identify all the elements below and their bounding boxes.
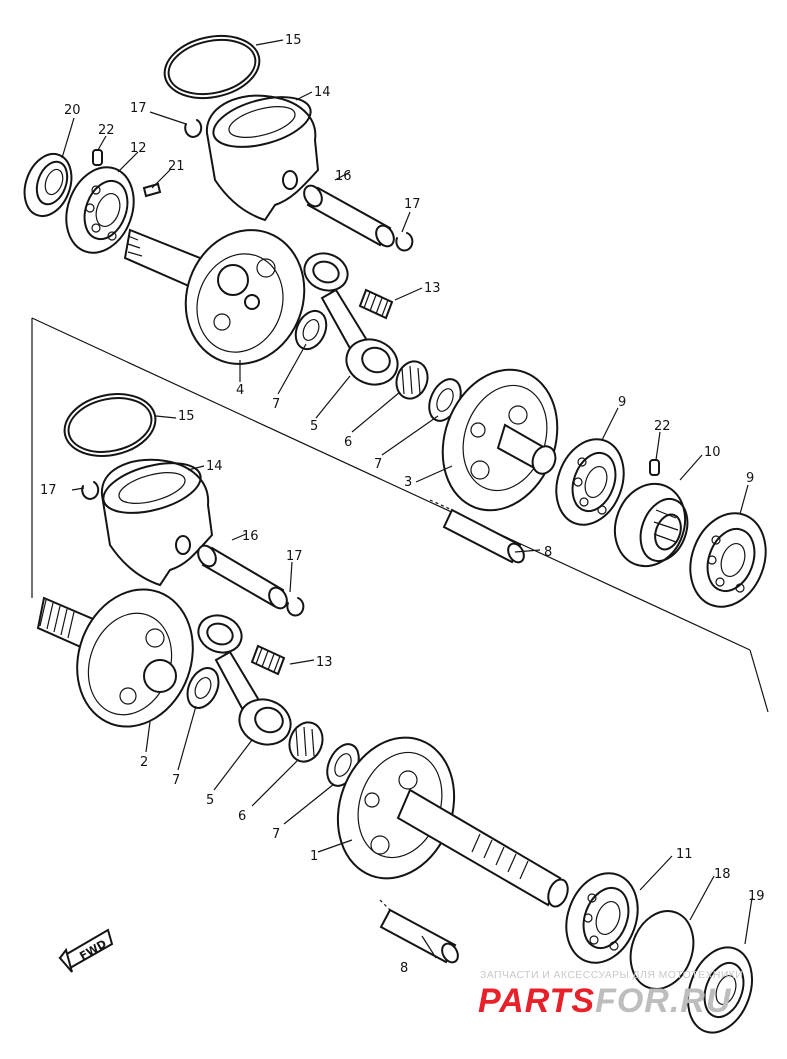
woodruff-key (142, 182, 162, 198)
part-label-9: 9 (746, 471, 754, 486)
part-label-12: 12 (130, 141, 147, 156)
part-label-6: 6 (238, 809, 246, 824)
part-label-14: 14 (314, 85, 331, 100)
crank-half-lower (36, 588, 194, 728)
labyrinth-seal (613, 482, 689, 568)
watermark-brand-suffix: FOR.RU (595, 982, 732, 1020)
part-label-22: 22 (98, 123, 115, 138)
bearing-upper-middle (555, 438, 625, 526)
part-label-8: 8 (544, 545, 552, 560)
part-label-1: 1 (310, 849, 318, 864)
connecting-rod-lower (197, 614, 292, 746)
part-number-labels: 15 14 17 20 22 12 21 16 17 13 4 7 5 6 7 … (40, 33, 765, 976)
watermark-caption: ЗАПЧАСТИ И АКСЕССУАРЫ ДЛЯ МОТОТЕХНИКИ (480, 969, 743, 981)
circlip-lower-left (81, 481, 100, 500)
crank-half-lower-right (336, 736, 569, 908)
piston-pin-lower (197, 544, 288, 610)
part-label-7: 7 (272, 397, 280, 412)
crank-pin-upper (429, 499, 525, 564)
part-label-17: 17 (40, 483, 57, 498)
o-ring-lower (629, 910, 695, 990)
oil-seal-upper (23, 153, 73, 217)
circlip-lower-right (286, 597, 305, 617)
part-label-10: 10 (704, 445, 721, 460)
circlip-upper-left (184, 119, 203, 138)
part-label-21: 21 (168, 159, 185, 174)
part-label-4: 4 (236, 383, 244, 398)
leader-lines (61, 39, 753, 959)
fwd-arrow-icon (58, 928, 114, 973)
part-label-16: 16 (242, 529, 259, 544)
part-label-14: 14 (206, 459, 223, 474)
part-label-22: 22 (654, 419, 671, 434)
part-label-13: 13 (316, 655, 333, 670)
part-label-15: 15 (178, 409, 195, 424)
bearing-lower (565, 872, 639, 964)
dowel-pin-upper (92, 149, 103, 166)
part-label-6: 6 (344, 435, 352, 450)
part-label-18: 18 (714, 867, 731, 882)
piston-pin-upper (303, 184, 395, 248)
part-label-2: 2 (140, 755, 148, 770)
part-label-9: 9 (618, 395, 626, 410)
thrust-washer-lower-a (186, 667, 220, 709)
part-label-15: 15 (285, 33, 302, 48)
part-label-20: 20 (64, 103, 81, 118)
section-boundary (31, 317, 769, 713)
part-label-17: 17 (130, 101, 147, 116)
part-label-11: 11 (676, 847, 693, 862)
oil-seal-lower (687, 946, 753, 1034)
part-label-3: 3 (404, 475, 412, 490)
piston-ring-upper (163, 35, 261, 99)
part-label-8: 8 (400, 961, 408, 976)
part-label-5: 5 (206, 793, 214, 808)
circlip-upper-right (395, 232, 414, 252)
crank-half-upper (123, 228, 306, 365)
watermark-brand-main: PARTS (478, 982, 595, 1020)
piston-lower (100, 458, 214, 587)
part-label-17: 17 (286, 549, 303, 564)
piston-upper (205, 94, 320, 222)
crank-half-upper-right (441, 368, 559, 512)
part-label-16: 16 (335, 169, 352, 184)
small-end-bearing-lower (250, 644, 286, 676)
connecting-rod-upper (303, 252, 399, 386)
dowel-pin-upper-right (649, 459, 660, 476)
part-label-19: 19 (748, 889, 765, 904)
piston-ring-lower (63, 393, 157, 457)
part-label-5: 5 (310, 419, 318, 434)
small-end-bearing-upper (358, 288, 394, 320)
part-label-13: 13 (424, 281, 441, 296)
bearing-upper-left (65, 166, 135, 254)
big-end-bearing-upper (395, 360, 429, 400)
part-label-17: 17 (404, 197, 421, 212)
thrust-washer-upper-a (294, 309, 328, 351)
crank-pin-lower (379, 899, 459, 964)
watermark: ЗАПЧАСТИ И АКСЕССУАРЫ ДЛЯ МОТОТЕХНИКИ PA… (478, 969, 743, 1020)
watermark-brand: PARTSFOR.RU (478, 982, 732, 1020)
bearing-upper-right (689, 512, 767, 608)
part-label-7: 7 (172, 773, 180, 788)
part-label-7: 7 (272, 827, 280, 842)
big-end-bearing-lower (288, 721, 324, 763)
part-label-7: 7 (374, 457, 382, 472)
